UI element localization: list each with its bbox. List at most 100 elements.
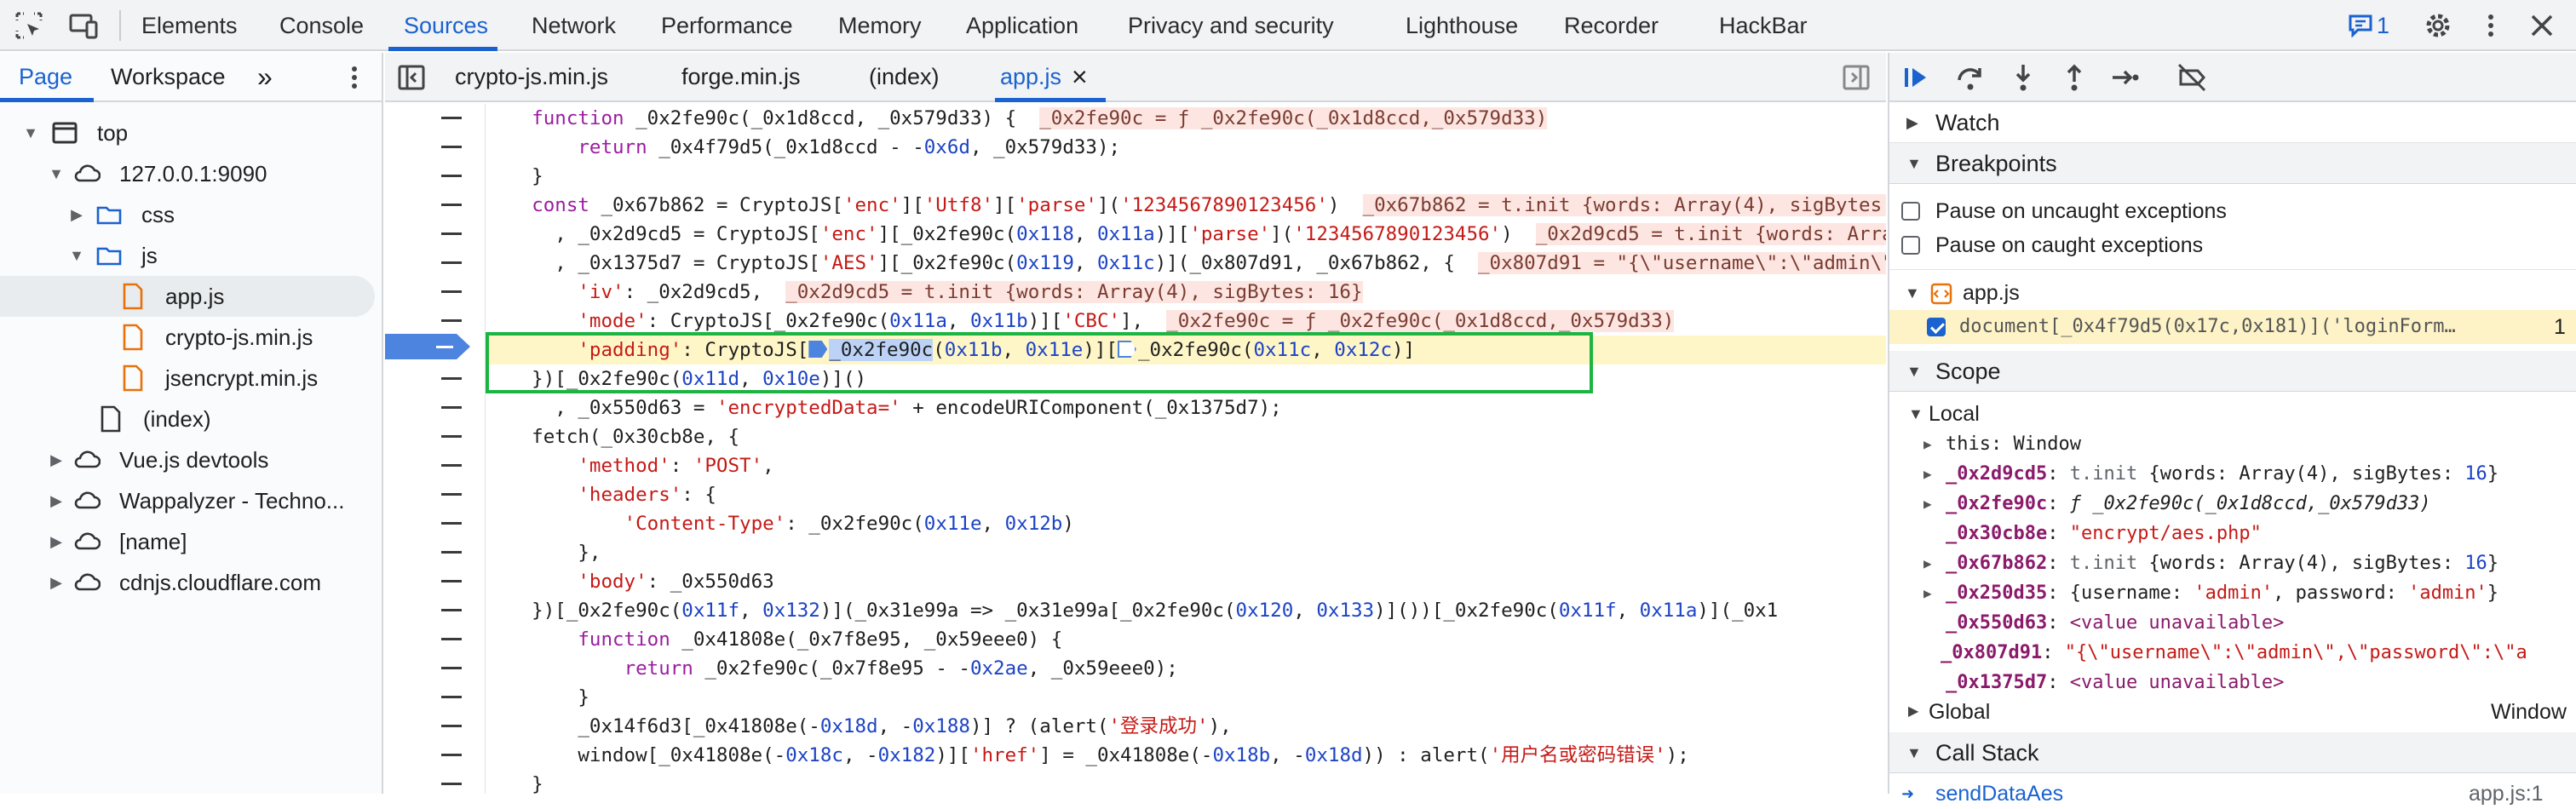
scope-var[interactable]: ▶_0x2d9cd5: t.init {words: Array(4), sig… [1923, 463, 2499, 485]
breakpoint-line: 1 [2554, 315, 2566, 339]
call-stack-frame[interactable]: ➜ sendDataAes app.js:1 [1889, 778, 2576, 809]
tab-sources[interactable]: Sources [404, 13, 489, 38]
tab-elements[interactable]: Elements [141, 13, 238, 38]
cloud-icon [74, 491, 101, 509]
tree-item-name[interactable]: ▶ [name] [0, 521, 382, 562]
scope-var[interactable]: _0x550d63: <value unavailable> [1946, 612, 2285, 634]
section-call-stack[interactable]: ▼ Call Stack [1889, 732, 2576, 773]
tree-item-cdnjs[interactable]: ▶ cdnjs.cloudflare.com [0, 562, 382, 603]
expand-arrow-icon[interactable]: ▶ [50, 533, 62, 550]
toggle-navigator-icon[interactable] [397, 63, 426, 92]
pause-uncaught-option[interactable]: Pause on uncaught exceptions [1889, 196, 2576, 227]
pause-caught-checkbox[interactable] [1901, 236, 1920, 255]
tab-network[interactable]: Network [532, 13, 617, 38]
expanded-arrow-icon: ▼ [1908, 405, 1923, 422]
line-marker [441, 522, 462, 525]
line-marker [441, 377, 462, 380]
step-out-icon[interactable] [2058, 61, 2090, 94]
section-scope[interactable]: ▼ Scope [1889, 351, 2576, 392]
editor-tab-app-js[interactable]: app.js [1000, 64, 1062, 89]
code-line: } [486, 686, 589, 709]
tree-item-vue-devtools[interactable]: ▶ Vue.js devtools [0, 439, 382, 480]
breakpoint-marker[interactable] [385, 334, 470, 359]
breakpoint-file-name: app.js [1963, 281, 2020, 305]
pause-uncaught-checkbox[interactable] [1901, 202, 1920, 221]
tab-performance[interactable]: Performance [661, 13, 793, 38]
tree-item-top[interactable]: ▼ top [0, 112, 382, 153]
scope-var[interactable]: _0x807d91: "{\"username\":\"admin\",\"pa… [1941, 642, 2527, 663]
device-toolbar-icon[interactable] [68, 10, 99, 41]
expand-arrow-icon[interactable]: ▼ [23, 124, 38, 141]
tree-item-wappalyzer[interactable]: ▶ Wappalyzer - Techno... [0, 480, 382, 521]
step-into-icon[interactable] [2007, 61, 2039, 94]
scope-var[interactable]: ▶_0x67b862: t.init {words: Array(4), sig… [1923, 553, 2499, 574]
frame-location: app.js:1 [2469, 782, 2544, 806]
js-file-icon [123, 364, 143, 392]
more-tabs-icon[interactable]: » [257, 61, 273, 92]
tree-item-localhost[interactable]: ▼ 127.0.0.1:9090 [0, 153, 382, 194]
option-label: Pause on uncaught exceptions [1935, 199, 2227, 223]
breakpoint-enabled-checkbox[interactable] [1927, 318, 1946, 336]
pause-caught-option[interactable]: Pause on caught exceptions [1889, 230, 2576, 261]
inspect-element-icon[interactable] [14, 10, 44, 41]
tab-console[interactable]: Console [279, 13, 365, 38]
tree-item-js[interactable]: ▼ js [0, 235, 382, 276]
tab-hackbar[interactable]: HackBar [1719, 13, 1808, 38]
step-over-icon[interactable] [1954, 61, 1987, 94]
tab-workspace[interactable]: Workspace [111, 64, 226, 89]
tree-item-css[interactable]: ▶ css [0, 194, 382, 235]
more-vertical-icon[interactable] [2481, 10, 2501, 41]
tab-page[interactable]: Page [19, 64, 73, 89]
line-gutter[interactable] [385, 104, 486, 794]
scope-var[interactable]: ▶_0x2fe90c: ƒ _0x2fe90c(_0x1d8ccd,_0x579… [1923, 493, 2431, 514]
tab-lighthouse[interactable]: Lighthouse [1406, 13, 1519, 38]
tab-recorder[interactable]: Recorder [1564, 13, 1659, 38]
toggle-debugger-icon[interactable] [1842, 63, 1871, 92]
tab-privacy-security[interactable]: Privacy and security [1128, 13, 1334, 38]
scope-var[interactable]: _0x30cb8e: "encrypt/aes.php" [1946, 523, 2262, 544]
navigator-menu-icon[interactable] [344, 63, 365, 92]
scope-local[interactable]: ▼ Local [1889, 399, 2576, 429]
scope-var[interactable]: ▶_0x250d35: {username: 'admin', password… [1923, 582, 2499, 604]
tree-item-index[interactable]: (index) [0, 399, 382, 439]
line-marker [441, 667, 462, 669]
expand-arrow-icon[interactable]: ▼ [69, 247, 84, 264]
deactivate-breakpoints-icon[interactable] [2176, 61, 2208, 94]
editor-tab-crypto-js[interactable]: crypto-js.min.js [455, 64, 609, 89]
breakpoint-item[interactable]: document[_0x4f79d5(0x17c,0x181)]('loginF… [1889, 310, 2576, 344]
editor-tab-index[interactable]: (index) [869, 64, 940, 89]
scope-var-this[interactable]: ▶this: Window [1923, 433, 2081, 455]
code-editor[interactable]: function _0x2fe90c(_0x1d8ccd, _0x579d33)… [486, 104, 1886, 794]
js-file-icon [123, 283, 143, 310]
tree-item-jsencrypt[interactable]: jsencrypt.min.js [0, 358, 382, 399]
cloud-icon [74, 532, 101, 550]
collapsed-arrow-icon: ▶ [1908, 704, 1919, 719]
tab-application[interactable]: Application [966, 13, 1079, 38]
scope-global[interactable]: ▶ Global Window [1889, 697, 2576, 727]
tree-label: Vue.js devtools [119, 447, 269, 473]
close-tab-icon[interactable]: × [1072, 61, 1088, 92]
code-line: }, [486, 542, 601, 564]
tab-memory[interactable]: Memory [838, 13, 922, 38]
breakpoint-file-group[interactable]: ▼ app.js [1889, 278, 2576, 308]
tree-label: cdnjs.cloudflare.com [119, 570, 321, 595]
section-watch[interactable]: ▶ Watch [1889, 102, 2576, 143]
expand-arrow-icon[interactable]: ▶ [71, 206, 83, 223]
scope-var[interactable]: _0x1375d7: <value unavailable> [1946, 672, 2285, 693]
expand-arrow-icon[interactable]: ▶ [50, 451, 62, 468]
js-file-icon [123, 324, 143, 351]
tree-item-app-js[interactable]: app.js [0, 276, 375, 317]
step-icon[interactable] [2109, 61, 2142, 94]
expand-arrow-icon[interactable]: ▶ [50, 492, 62, 509]
expand-arrow-icon[interactable]: ▶ [50, 574, 62, 591]
code-line: 'iv': _0x2d9cd5, _0x2d9cd5 = t.init {wor… [578, 281, 1363, 303]
tree-item-crypto-js[interactable]: crypto-js.min.js [0, 317, 382, 358]
expand-arrow-icon[interactable]: ▼ [49, 165, 64, 182]
issues-icon[interactable] [2348, 14, 2373, 37]
editor-tab-forge[interactable]: forge.min.js [681, 64, 801, 89]
close-icon[interactable] [2528, 12, 2556, 39]
resume-icon[interactable] [1901, 61, 1934, 94]
settings-gear-icon[interactable] [2423, 10, 2453, 41]
issues-count[interactable]: 1 [2377, 13, 2390, 38]
section-breakpoints[interactable]: ▼ Breakpoints [1889, 143, 2576, 184]
